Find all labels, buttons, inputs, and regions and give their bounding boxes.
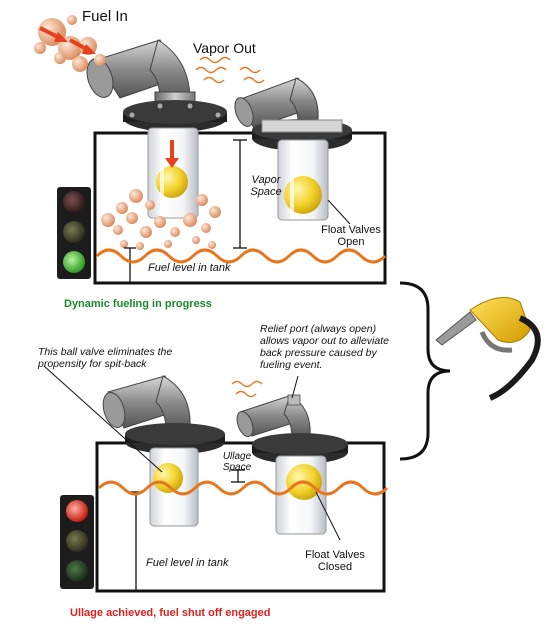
left-ball-valve-bottom — [149, 447, 199, 527]
float-valves-open-label: Float Valves Open — [321, 224, 381, 248]
fuel-inlet-pipe-bottom — [102, 375, 191, 431]
fuel-in-label: Fuel In — [82, 8, 128, 25]
fuel-nozzle-icon — [435, 297, 541, 401]
fuel-splash-droplets — [101, 189, 221, 250]
left-valve-flange-bottom — [125, 423, 225, 454]
fuel-flow-arrows — [39, 26, 96, 54]
float-valves-closed-label: Float Valves Closed — [305, 549, 365, 573]
left-valve-flange-top — [123, 100, 227, 132]
vapor-outlet-pipe — [234, 77, 319, 129]
right-float-valve-bottom — [275, 455, 327, 535]
vapor-wave-bottom-icon — [231, 380, 263, 398]
relief-port-label: Relief port (always open) allows vapor o… — [260, 323, 389, 371]
right-float-valve-top — [277, 139, 329, 221]
curly-brace-icon — [399, 281, 451, 461]
float-valves-closed-pointer — [315, 491, 341, 541]
ullage-achieved-caption: Ullage achieved, fuel shut off engaged — [70, 607, 271, 619]
relief-port-pointer — [291, 375, 299, 399]
tank-box-bottom — [95, 441, 386, 593]
vapor-out-label: Vapor Out — [193, 40, 256, 56]
vapor-wave-icon — [195, 56, 265, 84]
vapor-space-label: Vapor Space — [250, 174, 282, 198]
left-ball-valve-top — [147, 127, 199, 219]
vapor-space-dimension — [124, 139, 247, 282]
ball-valve-pointer — [43, 365, 163, 473]
dynamic-fueling-caption: Dynamic fueling in progress — [64, 298, 212, 310]
fuel-level-top-label: Fuel level in tank — [148, 262, 231, 274]
relief-port-pipe — [236, 394, 311, 439]
float-valves-open-pointer — [327, 199, 351, 225]
tank-box-top — [93, 131, 387, 285]
ullage-space-label: Ullage Space — [222, 451, 252, 473]
fuel-level-wave-bottom — [97, 480, 389, 496]
traffic-light-red-icon — [60, 495, 94, 589]
fuel-level-wave-top — [95, 248, 387, 264]
fuel-inlet-pipe — [86, 39, 196, 111]
traffic-light-green-icon — [57, 187, 91, 279]
ball-valve-label: This ball valve eliminates the propensit… — [38, 346, 173, 370]
fuel-level-bottom-label: Fuel level in tank — [146, 557, 229, 569]
